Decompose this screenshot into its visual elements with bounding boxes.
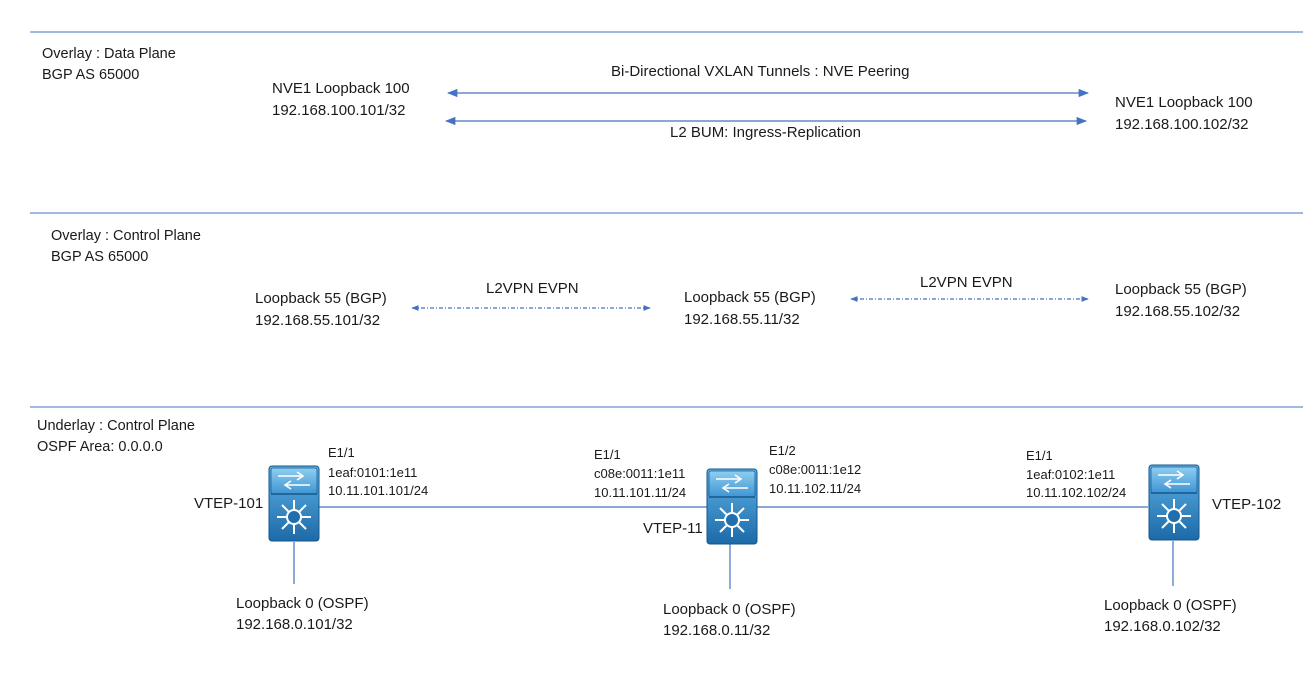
nve-right-ip: 192.168.100.102/32 bbox=[1115, 116, 1249, 133]
underlay-subtitle: OSPF Area: 0.0.0.0 bbox=[37, 439, 163, 455]
vtep102-loopback-ip: 192.168.0.102/32 bbox=[1104, 618, 1221, 635]
vtep102-ip: 10.11.102.102/24 bbox=[1026, 485, 1127, 500]
vtep11-ip-left: 10.11.101.11/24 bbox=[594, 485, 687, 500]
bgp-left-ip: 192.168.55.101/32 bbox=[255, 312, 381, 329]
bgp-right-name: Loopback 55 (BGP) bbox=[1115, 281, 1247, 298]
nve-left-name: NVE1 Loopback 100 bbox=[272, 80, 410, 97]
vxlan-tunnel-label: Bi-Directional VXLAN Tunnels : NVE Peeri… bbox=[611, 63, 910, 80]
vtep-11-switch-icon[interactable] bbox=[706, 468, 758, 545]
vtep101-name: VTEP-101 bbox=[194, 495, 264, 512]
vtep11-intf-right: E1/2 bbox=[769, 443, 796, 458]
bgp-center-ip: 192.168.55.11/32 bbox=[684, 311, 800, 328]
nve-left-ip: 192.168.100.101/32 bbox=[272, 102, 406, 119]
bum-replication-label: L2 BUM: Ingress-Replication bbox=[670, 124, 861, 141]
vtep11-mac-left: c08e:0011:1e11 bbox=[594, 466, 686, 481]
vtep11-name: VTEP-11 bbox=[643, 520, 703, 537]
vtep102-loopback: Loopback 0 (OSPF) bbox=[1104, 597, 1237, 614]
control-plane-title: Overlay : Control Plane bbox=[51, 228, 201, 244]
vtep11-ip-right: 10.11.102.11/24 bbox=[769, 481, 862, 496]
vtep101-ip: 10.11.101.101/24 bbox=[328, 483, 429, 498]
vtep-102-switch-icon[interactable] bbox=[1148, 464, 1200, 541]
vtep101-intf: E1/1 bbox=[328, 445, 355, 460]
data-plane-title: Overlay : Data Plane bbox=[42, 46, 176, 62]
bgp-center-name: Loopback 55 (BGP) bbox=[684, 289, 816, 306]
vtep101-loopback-ip: 192.168.0.101/32 bbox=[236, 616, 353, 633]
bgp-left-name: Loopback 55 (BGP) bbox=[255, 290, 387, 307]
vtep11-loopback: Loopback 0 (OSPF) bbox=[663, 601, 796, 618]
nve-right-name: NVE1 Loopback 100 bbox=[1115, 94, 1253, 111]
control-plane-subtitle: BGP AS 65000 bbox=[51, 249, 149, 265]
underlay-title: Underlay : Control Plane bbox=[37, 418, 195, 434]
vtep11-intf-left: E1/1 bbox=[594, 447, 621, 462]
evpn-left-label: L2VPN EVPN bbox=[486, 280, 579, 297]
vtep102-intf: E1/1 bbox=[1026, 448, 1053, 463]
vtep101-loopback: Loopback 0 (OSPF) bbox=[236, 595, 369, 612]
bgp-right-ip: 192.168.55.102/32 bbox=[1115, 303, 1241, 320]
vtep-101-switch-icon[interactable] bbox=[268, 465, 320, 542]
vtep101-mac: 1eaf:0101:1e11 bbox=[328, 465, 418, 480]
vtep102-name: VTEP-102 bbox=[1212, 496, 1282, 513]
vtep11-mac-right: c08e:0011:1e12 bbox=[769, 462, 862, 477]
vtep11-loopback-ip: 192.168.0.11/32 bbox=[663, 622, 771, 639]
data-plane-subtitle: BGP AS 65000 bbox=[42, 67, 140, 83]
evpn-right-label: L2VPN EVPN bbox=[920, 274, 1013, 291]
vtep102-mac: 1eaf:0102:1e11 bbox=[1026, 467, 1116, 482]
